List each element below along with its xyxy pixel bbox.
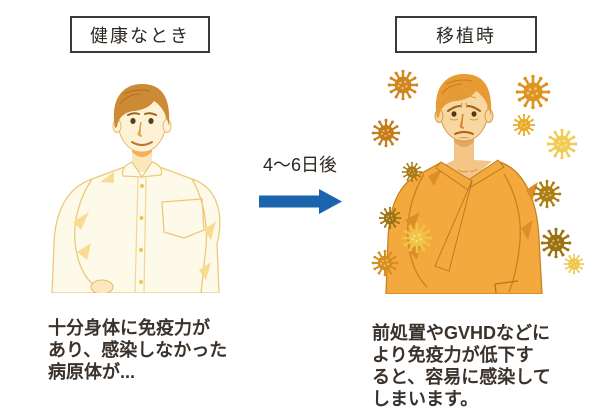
nose	[460, 113, 465, 129]
worried-eyebrow	[447, 105, 461, 112]
fold-shade	[199, 262, 211, 280]
button	[140, 184, 144, 188]
fold-shade	[204, 221, 216, 240]
button	[139, 216, 144, 220]
gown-pocket-slit	[494, 280, 519, 294]
hair	[113, 84, 170, 128]
frowning-mouth	[454, 131, 474, 135]
worried-eyebrow	[467, 105, 481, 112]
virus-icon	[401, 222, 433, 254]
virus-icon	[540, 227, 572, 259]
fold-shade	[100, 172, 114, 183]
healthy-man-illustration	[51, 84, 221, 293]
virus-icon	[532, 179, 562, 209]
virus-icon	[546, 128, 578, 160]
eye	[130, 118, 136, 124]
virus-icon	[401, 161, 423, 183]
chin-line	[458, 137, 470, 139]
transition-duration-label: 4〜6日後	[262, 155, 338, 175]
healthy-caption: 十分身体に免疫力が あり、感染しなかった 病原体が...	[48, 318, 228, 382]
fold-shade	[77, 243, 91, 260]
hand	[90, 279, 114, 293]
collar-right	[140, 161, 163, 178]
right-arrow-icon	[259, 189, 342, 214]
eye	[471, 111, 477, 117]
right-arrow-shape	[259, 189, 342, 214]
button	[139, 280, 143, 284]
eyebrow	[144, 112, 157, 116]
hair-lines	[119, 89, 151, 105]
fold-shade	[521, 220, 533, 240]
collar-left	[121, 161, 144, 178]
right-arm-seam	[191, 178, 208, 293]
virus-cloud	[371, 69, 585, 277]
healthy-state-label: 健康なとき	[90, 25, 190, 46]
healthy-state-label-box: 健康なとき	[70, 16, 210, 53]
button	[139, 248, 143, 252]
forehead-wrinkle	[451, 95, 477, 99]
virus-icon	[563, 253, 585, 275]
eye-bags	[449, 118, 479, 121]
collar-right	[466, 159, 505, 188]
virus-icon	[515, 74, 551, 110]
crossover-band	[434, 180, 473, 272]
fold-shade	[73, 212, 89, 230]
left-arm-seam	[407, 173, 428, 288]
button-placket	[134, 177, 147, 293]
nose	[138, 121, 143, 137]
virus-icon	[378, 206, 402, 230]
chest-pocket	[161, 198, 205, 239]
fold-shade	[405, 212, 420, 230]
hair-lines	[441, 79, 473, 95]
transplant-caption: 前処置やGVHDなどに より免疫力が低下す ると、容易に感染して しまいます。	[372, 323, 551, 409]
transplant-state-label-box: 移植時	[395, 16, 537, 53]
left-arm-seam	[74, 178, 97, 288]
ear	[162, 119, 172, 133]
transplant-state-label: 移植時	[436, 25, 496, 46]
eye	[451, 111, 457, 117]
virus-icon	[512, 113, 536, 137]
eyebrow	[127, 112, 140, 116]
virus-icon	[387, 69, 419, 101]
smiling-mouth	[131, 141, 153, 146]
eye	[148, 118, 154, 124]
fold-shade	[428, 169, 442, 186]
collarbone-lines	[457, 168, 478, 173]
frown-lines	[460, 102, 468, 109]
virus-icon	[371, 249, 399, 277]
virus-icon	[371, 118, 401, 148]
